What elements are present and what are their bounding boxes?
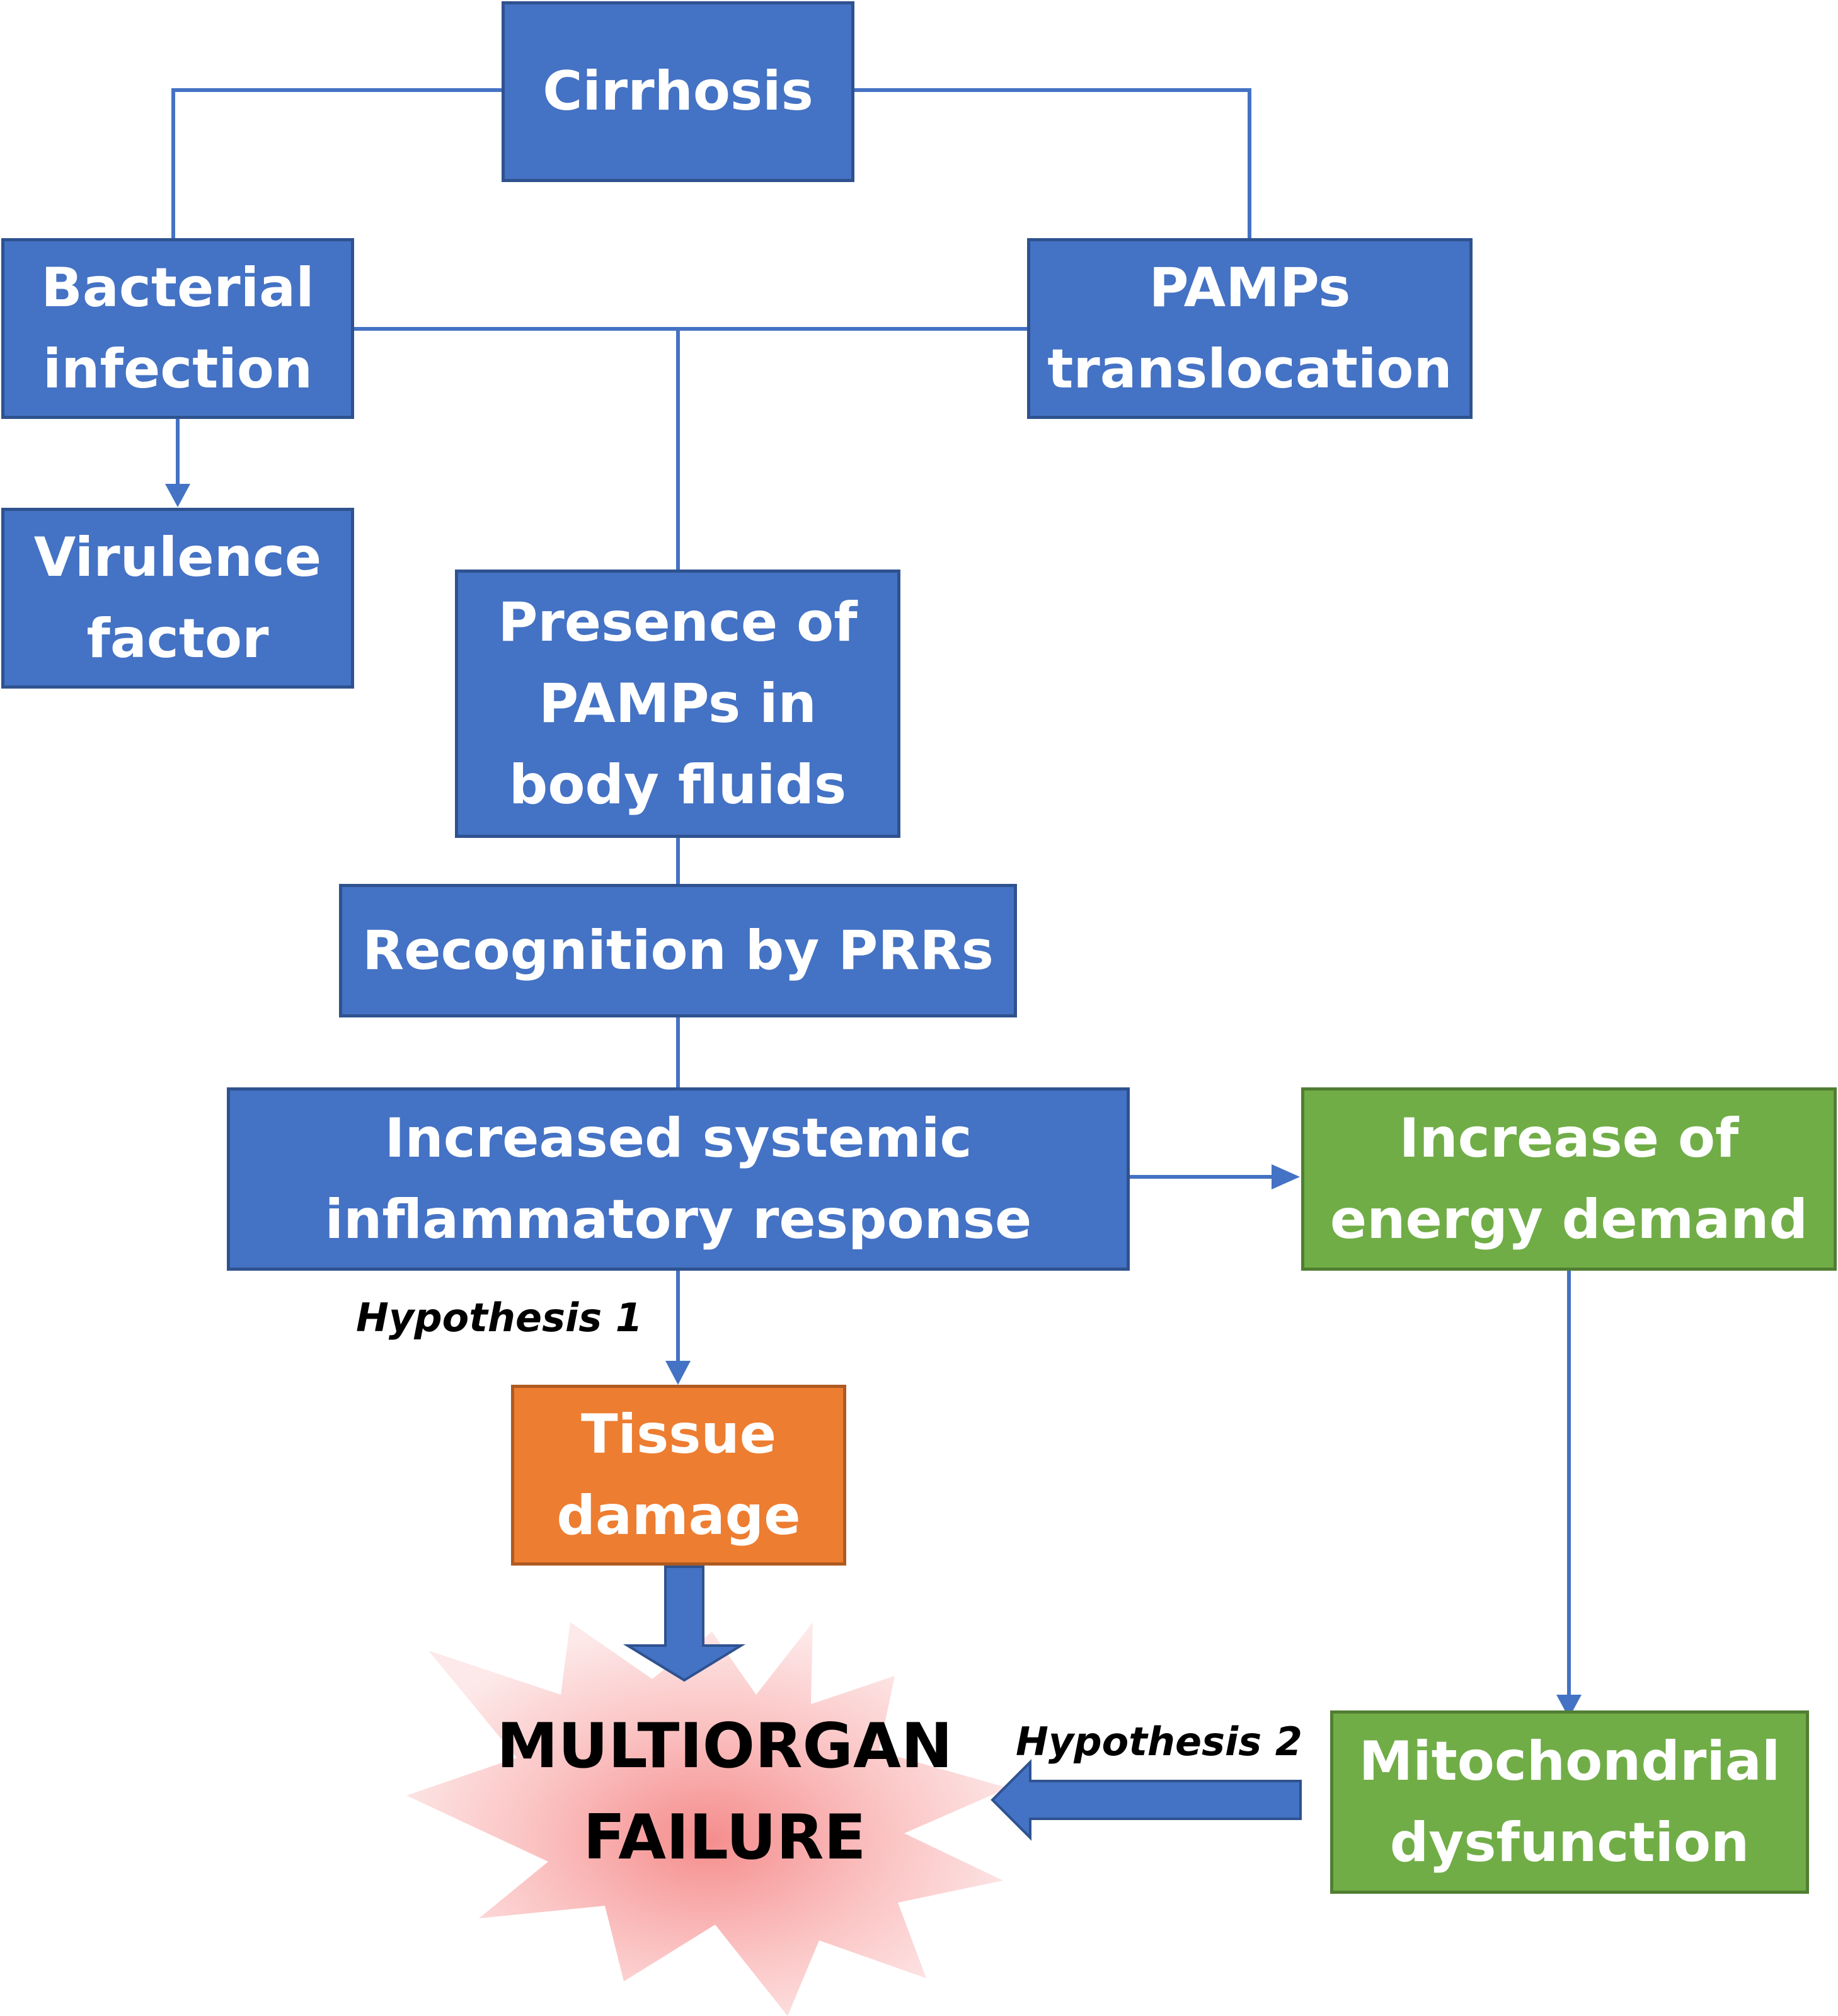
line-cirrhosis-to-bacterial — [171, 88, 503, 238]
pamps-translocation-node: PAMPs translocation — [1027, 238, 1473, 419]
arrowhead-energy — [1272, 1164, 1300, 1189]
energy-demand-node: Increase of energy demand — [1301, 1087, 1837, 1271]
multiorgan-failure-burst — [406, 1622, 1008, 2016]
bacterial-infection-node: Bacterial infection — [1, 238, 354, 419]
multiorgan-failure-label: MULTIORGAN FAILURE — [497, 1710, 953, 1874]
recognition-by-prrs-node: Recognition by PRRs — [339, 884, 1017, 1017]
arrowhead-mitochondrial — [1556, 1695, 1582, 1718]
hypothesis-1-label: Hypothesis 1 — [356, 1295, 643, 1341]
arrowhead-tissue — [665, 1361, 691, 1385]
tissue-damage-node: Tissue damage — [511, 1385, 846, 1566]
cirrhosis-node: Cirrhosis — [502, 1, 854, 182]
arrowhead-virulence — [165, 484, 190, 507]
presence-of-pamps-node: Presence of PAMPs in body fluids — [455, 570, 900, 838]
connector-lines — [171, 88, 1571, 1700]
line-cirrhosis-to-pamps — [853, 88, 1251, 238]
mitochondrial-dysfunction-node: Mitochondrial dysfunction — [1330, 1710, 1809, 1894]
arrowheads — [165, 484, 1582, 1718]
inflammatory-response-node: Increased systemic inflammatory response — [227, 1087, 1130, 1271]
hypothesis-2-label: Hypothesis 2 — [1016, 1719, 1302, 1765]
block-arrow-tissue-to-failure — [623, 1566, 746, 1682]
virulence-factor-node: Virulence factor — [1, 508, 354, 689]
block-arrow-mitochondrial-to-failure — [991, 1759, 1302, 1841]
